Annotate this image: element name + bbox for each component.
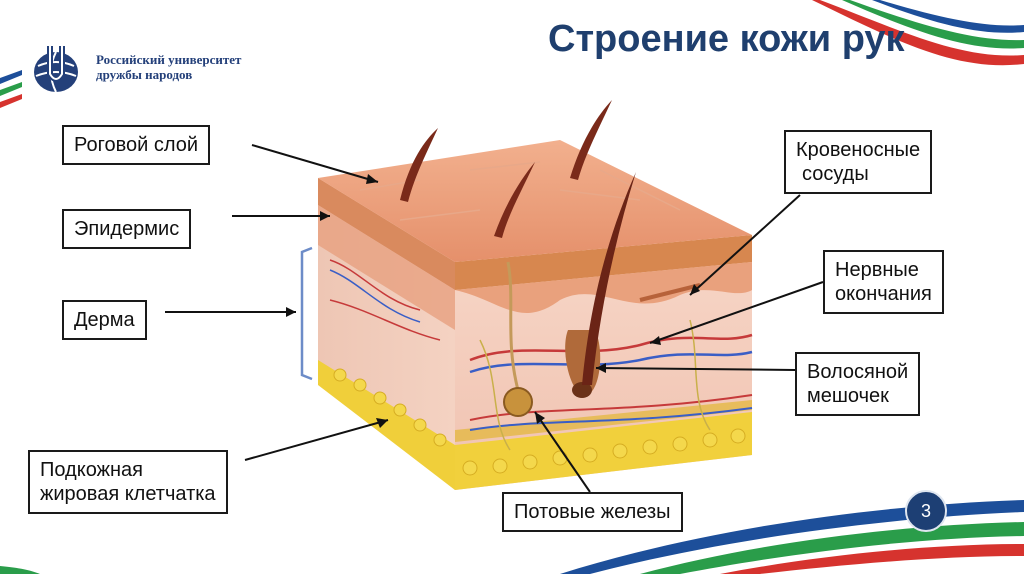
university-name: Российский университет дружбы народов [96, 52, 241, 82]
label-subcutaneous-line2: жировая клетчатка [40, 483, 216, 505]
label-blood-vessels: Кровеносные сосуды [784, 130, 933, 194]
label-blood-vessels-line2: сосуды [802, 163, 869, 185]
label-nerve-endings-line2: окончания [835, 283, 932, 305]
label-epidermis-text: Эпидермис [74, 218, 180, 240]
decorative-stripes-top [812, 0, 1024, 66]
label-dermis: Дерма [62, 300, 147, 340]
slide-title: Строение кожи рук [548, 18, 905, 60]
label-dermis-text: Дерма [74, 309, 135, 331]
label-stratum-corneum: Роговой слой [62, 125, 211, 165]
label-subcutaneous-fat: Подкожная жировая клетчатка [28, 450, 228, 514]
label-blood-vessels-line1: Кровеносные [796, 139, 921, 161]
university-name-line2: дружбы народов [96, 67, 193, 82]
page-number-badge: 3 [905, 490, 947, 532]
university-name-line1: Российский университет [96, 52, 242, 67]
label-subcutaneous-line1: Подкожная [40, 459, 143, 481]
label-epidermis: Эпидермис [62, 209, 192, 249]
label-nerve-endings-line1: Нервные [835, 259, 919, 281]
label-hair-follicle: Волосяной мешочек [795, 352, 921, 416]
decorative-stripes-left [0, 70, 22, 108]
label-nerve-endings: Нервные окончания [823, 250, 944, 314]
label-hair-follicle-line1: Волосяной [807, 361, 909, 383]
label-sweat-glands-text: Потовые железы [514, 501, 671, 523]
label-hair-follicle-line2: мешочек [807, 385, 889, 407]
university-logo-icon [34, 46, 78, 93]
label-sweat-glands: Потовые железы [502, 492, 683, 532]
label-stratum-corneum-text: Роговой слой [74, 134, 199, 156]
